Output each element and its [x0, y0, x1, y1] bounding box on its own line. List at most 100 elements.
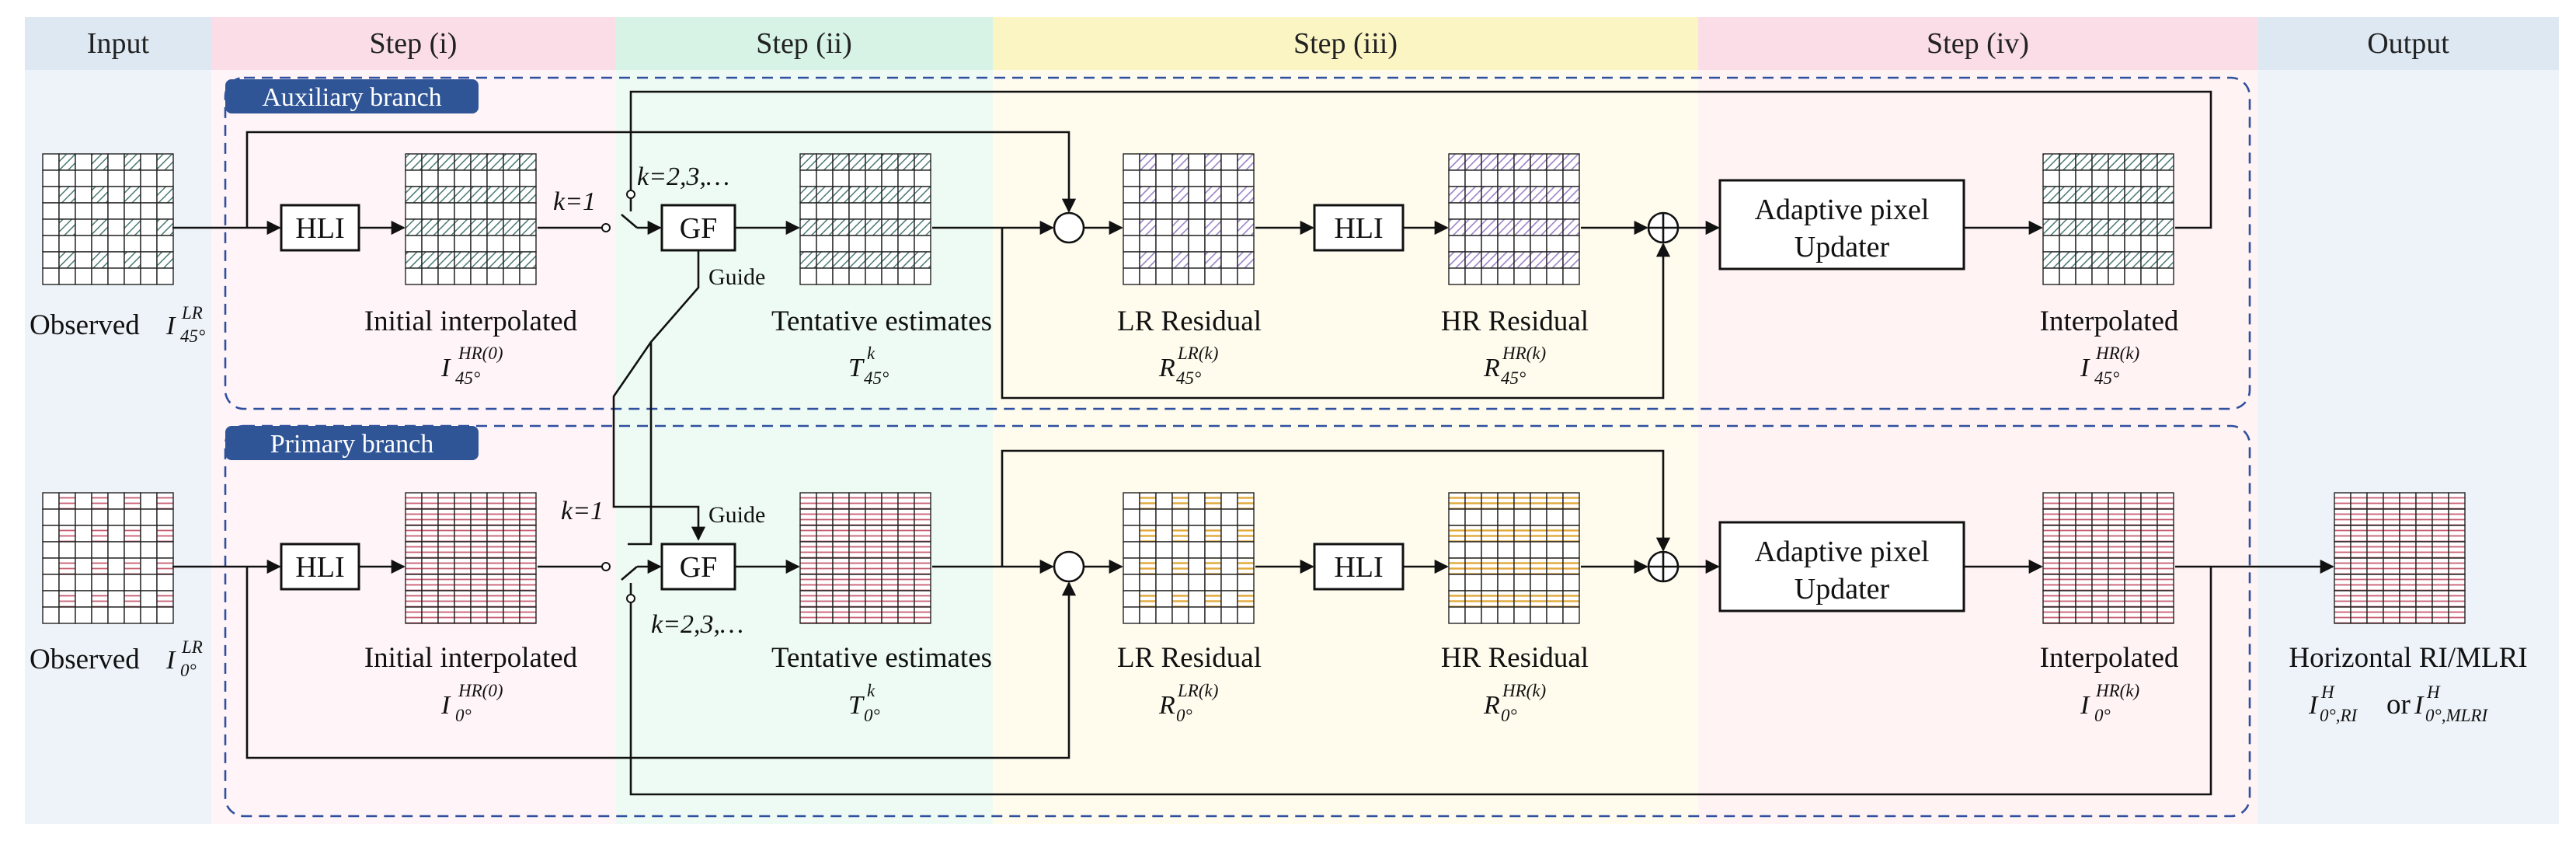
grid-pixel: [1139, 508, 1157, 526]
aux-hr-residual-sym: R: [1483, 354, 1500, 382]
grid-pixel: [2157, 186, 2174, 204]
grid-pixel: [107, 153, 125, 171]
grid-pixel: [2042, 218, 2060, 236]
grid-pixel: [1237, 492, 1255, 510]
grid-pixel: [2059, 169, 2076, 187]
grid-pixel: [437, 606, 455, 624]
grid-pixel: [42, 235, 60, 253]
grid-pixel: [1220, 169, 1238, 187]
grid-pixel: [42, 541, 60, 559]
grid-pixel: [42, 251, 60, 269]
grid-pixel: [2157, 590, 2174, 608]
grid-pixel: [1220, 525, 1238, 543]
pri-interpolated-label: Interpolated: [2040, 642, 2179, 674]
grid-pixel: [2124, 557, 2142, 575]
grid-pixel: [2042, 525, 2060, 543]
grid-pixel: [914, 525, 931, 543]
grid-pixel: [2350, 541, 2368, 559]
grid-pixel: [1481, 541, 1499, 559]
grid-pixel: [1464, 606, 1482, 624]
grid-pixel: [1220, 235, 1238, 253]
grid-pixel: [2059, 541, 2076, 559]
grid-pixel: [1204, 590, 1222, 608]
grid-pixel: [140, 267, 158, 285]
grid-pixel: [140, 153, 158, 171]
grid-pixel: [1481, 218, 1499, 236]
grid-pixel: [1220, 153, 1238, 171]
grid-pixel: [1530, 557, 1547, 575]
grid-pixel: [2350, 492, 2368, 510]
step-headers: Input Step (i) Step (ii) Step (iii) Step…: [87, 27, 2449, 60]
grid-pixel: [58, 186, 76, 204]
grid-pixel: [75, 590, 92, 608]
grid-pixel: [1171, 557, 1189, 575]
grid-pixel: [2042, 492, 2060, 510]
grid-pixel: [2108, 267, 2125, 285]
grid-pixel: [107, 590, 125, 608]
grid-pixel: [1220, 218, 1238, 236]
grid-pixel: [454, 251, 472, 269]
grid-pixel: [848, 202, 866, 220]
output-ri-sup: H: [2320, 682, 2335, 702]
grid-pixel: [914, 492, 931, 510]
aux-adder-icon: [1647, 211, 1680, 244]
grid-pixel: [897, 186, 915, 204]
grid-pixel: [1530, 218, 1547, 236]
grid-pixel: [1237, 508, 1255, 526]
grid-pixel: [1188, 492, 1206, 510]
grid-pixel: [1562, 235, 1580, 253]
grid-pixel: [1497, 492, 1515, 510]
grid-pixel: [140, 557, 158, 575]
grid-pixel: [1513, 218, 1531, 236]
grid-pixel: [75, 557, 92, 575]
grid-pixel: [832, 218, 850, 236]
grid-pixel: [1481, 153, 1499, 171]
grid-pixel: [470, 251, 488, 269]
grid-pixel: [140, 606, 158, 624]
grid-pixel: [1204, 574, 1222, 591]
grid-pixel: [1464, 186, 1482, 204]
grid-pixel: [124, 590, 141, 608]
grid-pixel: [865, 606, 882, 624]
grid-pixel: [1237, 267, 1255, 285]
grid-pixel: [486, 541, 504, 559]
grid-pixel: [421, 557, 439, 575]
aux-interpolated-label: Interpolated: [2040, 305, 2179, 337]
grid-pixel: [2124, 590, 2142, 608]
grid-pixel: [1497, 267, 1515, 285]
grid-pixel: [2350, 606, 2368, 624]
grid-pixel: [1171, 492, 1189, 510]
grid-pixel: [1188, 590, 1206, 608]
aux-initial-label: Initial interpolated: [364, 305, 578, 337]
grid-pixel: [2059, 251, 2076, 269]
grid-pixel: [124, 235, 141, 253]
grid-pixel: [1448, 251, 1466, 269]
grid-pixel: [58, 557, 76, 575]
grid-pixel: [58, 202, 76, 220]
grid-pixel: [1546, 235, 1564, 253]
grid-pixel: [156, 251, 174, 269]
grid-pixel: [1513, 557, 1531, 575]
grid-pixel: [1139, 574, 1157, 591]
grid-pixel: [503, 153, 520, 171]
grid-pixel: [470, 186, 488, 204]
grid-pixel: [1204, 606, 1222, 624]
grid-pixel: [2091, 557, 2109, 575]
grid-pixel: [848, 525, 866, 543]
grid-pixel: [914, 235, 931, 253]
aux-observed-label: Observed: [30, 309, 140, 341]
grid-pixel: [437, 267, 455, 285]
grid-pixel: [1237, 541, 1255, 559]
pri-hli2-label: HLI: [1334, 551, 1383, 584]
grid-pixel: [503, 186, 520, 204]
grid-pixel: [503, 492, 520, 510]
grid-pixel: [865, 186, 882, 204]
grid-pixel: [42, 153, 60, 171]
grid-pixel: [1188, 508, 1206, 526]
grid-pixel: [470, 218, 488, 236]
grid-pixel: [2334, 557, 2351, 575]
grid-pixel: [1155, 492, 1173, 510]
grid-pixel: [881, 574, 899, 591]
grid-pixel: [124, 267, 141, 285]
grid-pixel: [124, 202, 141, 220]
